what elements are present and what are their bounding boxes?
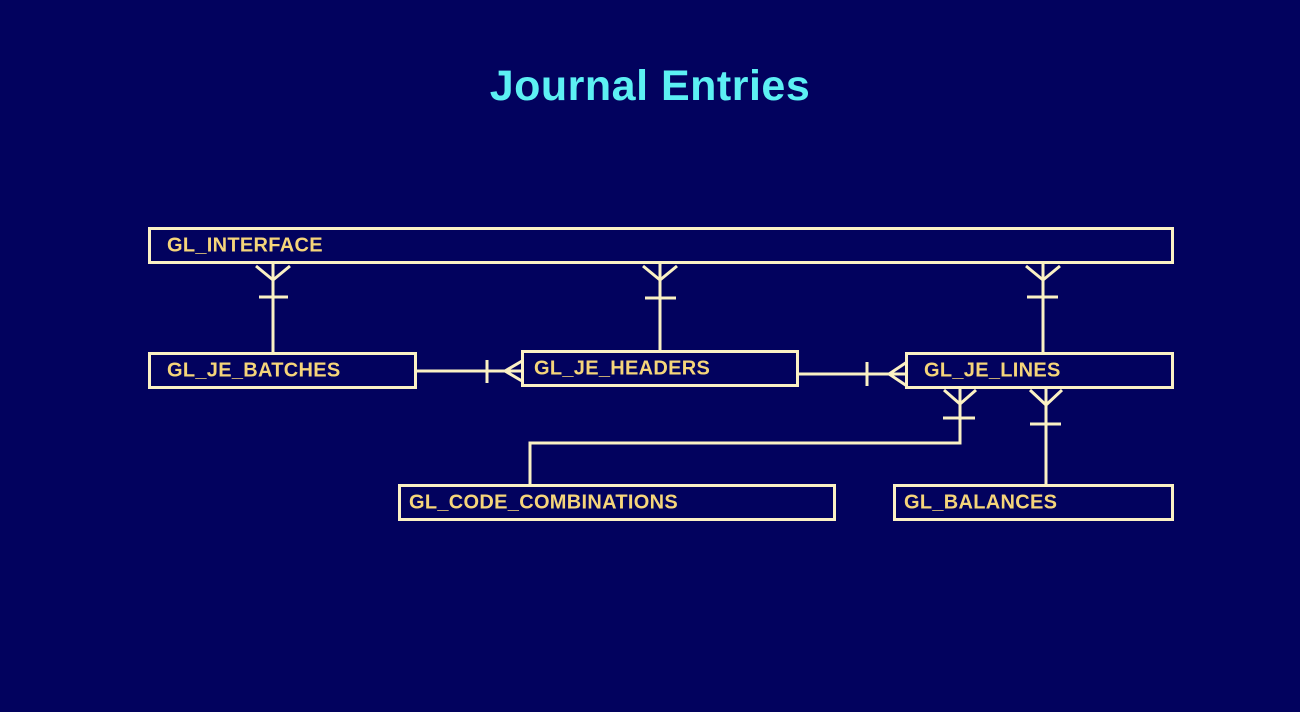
entity-gl-code-combinations: GL_CODE_COMBINATIONS xyxy=(398,484,836,521)
slide-title: Journal Entries xyxy=(489,62,811,110)
rel-codecomb-lines xyxy=(528,388,977,486)
rel-lines-interface xyxy=(1025,264,1061,353)
entity-gl-je-lines: GL_JE_LINES xyxy=(905,352,1174,389)
rel-headers-lines xyxy=(799,360,908,388)
entity-label: GL_JE_BATCHES xyxy=(167,359,341,381)
rel-balances-lines xyxy=(1028,388,1064,486)
entity-gl-balances: GL_BALANCES xyxy=(893,484,1174,521)
entity-label: GL_JE_LINES xyxy=(924,359,1061,381)
entity-label: GL_BALANCES xyxy=(904,491,1058,513)
rel-batches-headers xyxy=(416,359,523,383)
entity-gl-je-batches: GL_JE_BATCHES xyxy=(148,352,417,389)
entity-gl-interface: GL_INTERFACE xyxy=(148,227,1174,264)
entity-label: GL_INTERFACE xyxy=(167,234,323,256)
entity-label: GL_CODE_COMBINATIONS xyxy=(409,491,678,513)
entity-gl-je-headers: GL_JE_HEADERS xyxy=(521,350,799,387)
rel-batches-interface xyxy=(255,264,291,353)
rel-headers-interface xyxy=(642,264,678,351)
entity-label: GL_JE_HEADERS xyxy=(534,357,711,379)
